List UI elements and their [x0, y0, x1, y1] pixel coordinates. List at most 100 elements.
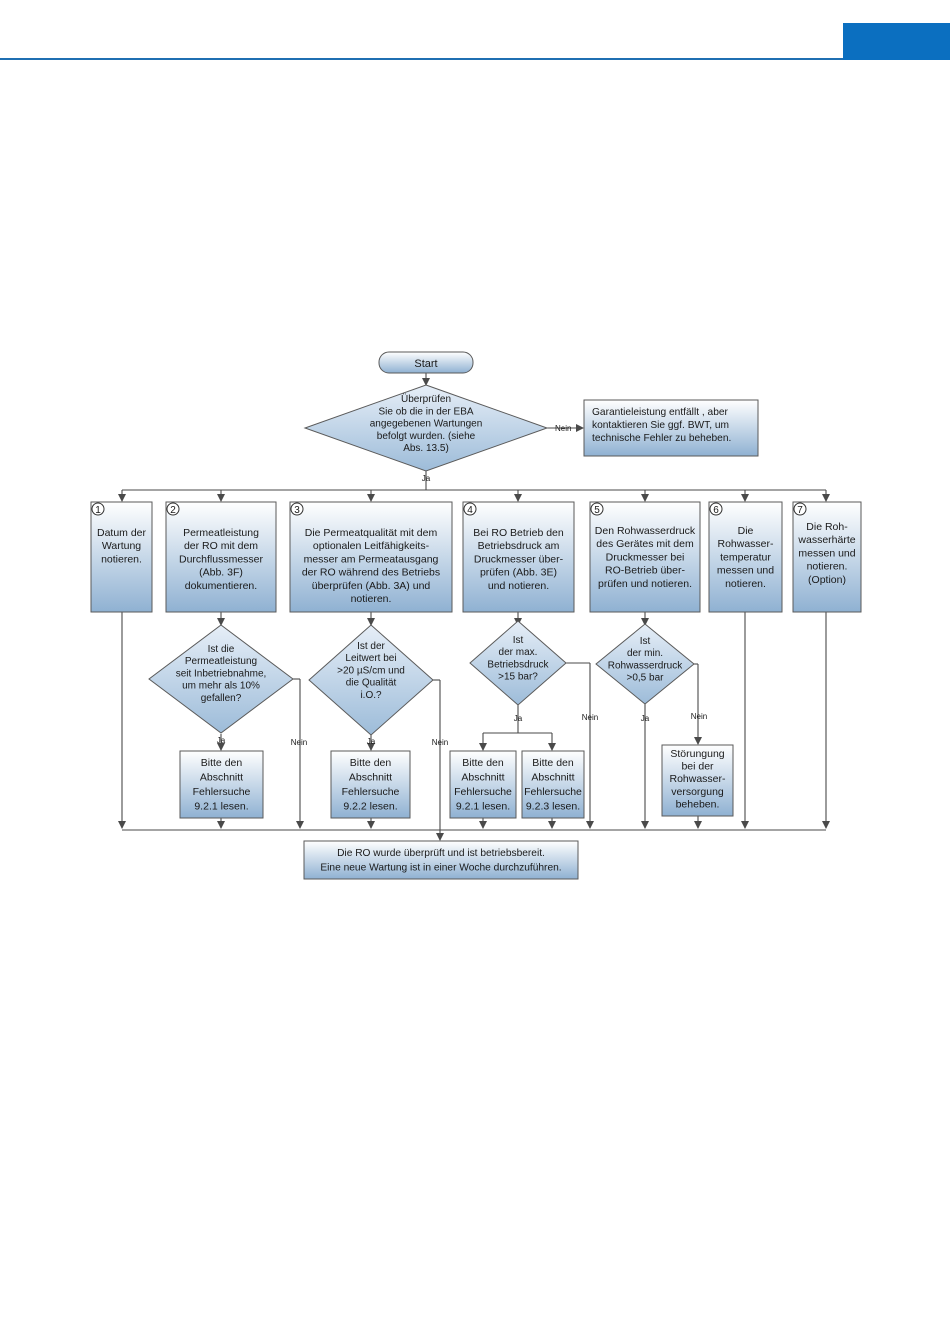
step-box-frame [708, 501, 783, 613]
text-line: Druckmesser über- [474, 553, 564, 565]
step-number-badge [590, 502, 604, 516]
text-line: Durchflussmesser [179, 553, 264, 565]
text-line: >0,5 bar [627, 673, 665, 684]
step-number: 5 [594, 505, 600, 516]
text-line: Datum der [97, 527, 147, 539]
step-box-frame [90, 501, 153, 613]
step-box-frame [589, 501, 701, 613]
action-box-frame [179, 750, 264, 819]
text-line: Störungung [670, 748, 724, 760]
decision-yes-label: Ja [514, 714, 523, 723]
decision-yes-label: Ja [641, 714, 650, 723]
text-line: um mehr als 10% [182, 681, 260, 692]
text-line: Betriebsdruck am [478, 540, 560, 552]
step-number: 3 [294, 505, 300, 516]
text-line: Garantieleistung entfällt , aber [592, 407, 729, 418]
text-line: angegebenen Wartungen [370, 419, 483, 430]
text-line: Die RO wurde überprüft und ist betriebsb… [337, 848, 545, 859]
header-tab [843, 23, 950, 60]
text-line: notieren. [807, 561, 848, 573]
text-line: i.O.? [360, 690, 382, 701]
text-line: temperatur [720, 551, 771, 563]
action-box-frame [330, 750, 411, 819]
step-number-badge [709, 502, 723, 516]
step-number: 7 [797, 505, 803, 516]
text-line: Sie ob die in der EBA [378, 406, 473, 417]
text-line: Rohwasser- [717, 538, 774, 550]
text-line: notieren. [725, 578, 766, 590]
text-line: notieren. [101, 553, 142, 565]
text-line: Abschnitt [200, 772, 243, 784]
decision-yes-label: Ja [367, 737, 376, 746]
text-line: Fehlersuche [193, 786, 251, 798]
step-number-badge [463, 502, 477, 516]
text-line: der RO während des Betriebs [302, 567, 440, 579]
text-line: versorgung [671, 786, 724, 798]
text-line: 9.2.1 lesen. [194, 801, 248, 813]
text-line: Abschnitt [461, 772, 504, 784]
text-line: Permeatleistung [185, 656, 257, 667]
text-line: des Gerätes mit dem [596, 538, 694, 550]
decision-yes-label: Ja [217, 736, 226, 745]
decision-diamond [308, 624, 434, 736]
text-line: der RO mit dem [184, 540, 258, 552]
text-line: Ist [640, 636, 651, 647]
action-box-frame [521, 750, 585, 819]
text-line: prüfen und notieren. [598, 578, 692, 590]
text-line: 9.2.1 lesen. [456, 801, 510, 813]
text-line: Wartung [102, 540, 141, 552]
step-number-badge [91, 502, 105, 516]
step-number-badge [166, 502, 180, 516]
text-line: Überprüfen [401, 393, 451, 405]
step-number-badge [793, 502, 807, 516]
text-line: >20 µS/cm und [337, 665, 405, 676]
step-number: 4 [467, 505, 473, 516]
step-box-frame [792, 501, 862, 613]
connectors [118, 373, 830, 841]
text-line: dokumentieren. [185, 580, 257, 592]
text-line: >15 bar? [498, 672, 538, 683]
action-box-frame [449, 750, 517, 819]
step-number: 1 [95, 505, 101, 516]
start-label: Start [414, 358, 437, 370]
decision-diamond [595, 623, 695, 705]
final-box: Die RO wurde überprüft und ist betriebsb… [303, 840, 579, 880]
step-number: 2 [170, 505, 176, 516]
text-line: bei der [681, 761, 714, 773]
text-line: technische Fehler zu beheben. [592, 433, 731, 444]
text-line: Rohwasser- [669, 773, 726, 785]
decision-no-label: Nein [432, 738, 448, 747]
text-line: 9.2.3 lesen. [526, 801, 580, 813]
text-line: messen und [798, 547, 855, 559]
text-line: wasserhärte [797, 534, 855, 546]
main-decision-no-label: Nein [555, 424, 571, 433]
text-line: seit Inbetriebnahme, [176, 668, 267, 679]
text-line: prüfen (Abb. 3E) [480, 567, 557, 579]
text-line: Abschnitt [531, 772, 574, 784]
text-line: messen und [717, 565, 774, 577]
step-box-frame [165, 501, 277, 613]
text-line: Die Roh- [806, 521, 848, 533]
text-line: (Option) [808, 574, 846, 586]
text-line: Fehlersuche [454, 786, 512, 798]
